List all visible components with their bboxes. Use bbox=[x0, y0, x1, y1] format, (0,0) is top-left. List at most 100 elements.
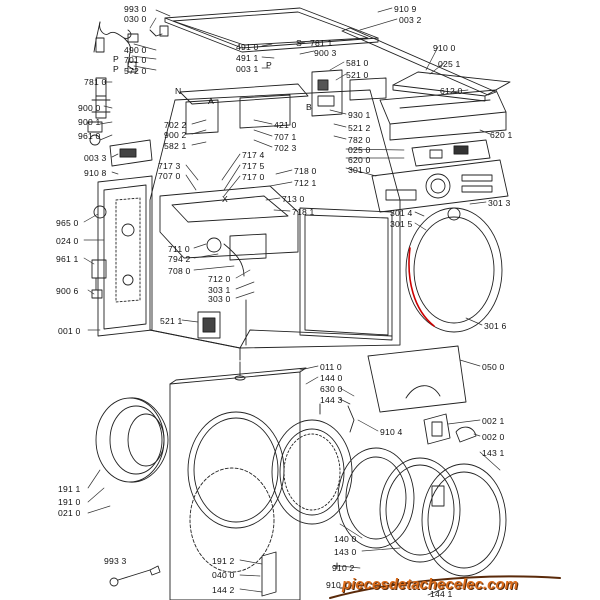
part-label: 191 2 bbox=[212, 556, 235, 566]
door-gasket-part bbox=[95, 397, 169, 483]
part-label: 794 2 bbox=[168, 254, 191, 264]
gasket-clamp-part bbox=[189, 467, 275, 573]
part-label: 708 0 bbox=[168, 266, 191, 276]
part-label: 144 1 bbox=[430, 589, 453, 599]
part-label: 712 0 bbox=[208, 274, 231, 284]
part-label: 782 0 bbox=[348, 135, 371, 145]
door-outer-frame-part bbox=[271, 419, 353, 525]
part-label: 021 0 bbox=[58, 508, 81, 518]
part-label: 702 2 bbox=[164, 120, 187, 130]
part-label: 002 0 bbox=[482, 432, 505, 442]
part-label: 702 3 bbox=[274, 143, 297, 153]
part-label: 718 1 bbox=[292, 207, 315, 217]
part-label: 303 1 bbox=[208, 285, 231, 295]
door-inner-frame-part bbox=[379, 457, 461, 563]
part-label: 910 0 bbox=[433, 43, 456, 53]
control-board-part bbox=[411, 139, 491, 167]
part-label: 612 0 bbox=[440, 86, 463, 96]
door-hinge-part bbox=[423, 413, 477, 445]
part-label: 490 0 bbox=[124, 45, 147, 55]
part-label: 993 0 bbox=[124, 4, 147, 14]
part-label: 144 3 bbox=[320, 395, 343, 405]
part-label: 521 0 bbox=[346, 70, 369, 80]
top-cover-part bbox=[164, 7, 379, 53]
control-console-part bbox=[371, 159, 509, 213]
screws-part bbox=[319, 403, 355, 592]
part-label: 301 5 bbox=[390, 219, 413, 229]
part-label: 712 1 bbox=[294, 178, 317, 188]
part-label: 910 9 bbox=[394, 4, 417, 14]
watermark-logo: piecesdetachecelec.com bbox=[342, 576, 518, 593]
part-label: 707 0 bbox=[158, 171, 181, 181]
part-label: 713 0 bbox=[282, 194, 305, 204]
part-label: 717 0 bbox=[242, 172, 265, 182]
part-label: 900 0 bbox=[78, 103, 101, 113]
wrench-tool-part bbox=[109, 565, 161, 587]
part-label: 001 0 bbox=[58, 326, 81, 336]
inlet-valve-part bbox=[87, 77, 111, 146]
leveling-foot-part bbox=[234, 361, 246, 381]
part-label: 900 3 bbox=[314, 48, 337, 58]
part-label: 900 1 bbox=[78, 117, 101, 127]
part-label: 301 0 bbox=[348, 165, 371, 175]
part-label: 620 0 bbox=[348, 155, 371, 165]
part-label: 961 0 bbox=[78, 131, 101, 141]
part-label: 144 2 bbox=[212, 585, 235, 595]
part-label: 002 1 bbox=[482, 416, 505, 426]
part-label: 701 0 bbox=[124, 55, 147, 65]
small-left-parts bbox=[91, 205, 107, 299]
callout-letter: A bbox=[208, 96, 214, 106]
leader-lines bbox=[83, 7, 501, 596]
part-label: 050 0 bbox=[482, 362, 505, 372]
part-label: 711 0 bbox=[168, 244, 190, 254]
part-label: 140 0 bbox=[334, 534, 357, 544]
part-label: 961 1 bbox=[56, 254, 79, 264]
part-label: 491 1 bbox=[236, 53, 259, 63]
left-side-panel-part bbox=[97, 175, 153, 337]
part-label: 040 0 bbox=[212, 570, 235, 580]
part-label: 717 4 bbox=[242, 150, 265, 160]
part-label: 301 4 bbox=[390, 208, 413, 218]
callout-letter: P bbox=[113, 64, 119, 74]
part-label: 003 3 bbox=[84, 153, 107, 163]
part-label: 025 1 bbox=[438, 59, 461, 69]
cable-harness-part bbox=[93, 21, 169, 73]
part-label: 301 3 bbox=[488, 198, 511, 208]
part-label: 620 1 bbox=[490, 130, 513, 140]
part-label: 707 1 bbox=[274, 132, 297, 142]
part-label: 572 0 bbox=[124, 66, 147, 76]
part-label: 024 0 bbox=[56, 236, 79, 246]
door-ring-right-part bbox=[405, 207, 503, 333]
part-label: 910 8 bbox=[84, 168, 107, 178]
callout-letter: P bbox=[266, 60, 272, 70]
callout-letter: S bbox=[296, 38, 302, 48]
part-label: 003 2 bbox=[399, 15, 422, 25]
part-label: 781 1 bbox=[310, 38, 333, 48]
kickplate-part bbox=[367, 345, 467, 413]
electronic-board-part bbox=[311, 69, 387, 117]
door-glass-part bbox=[337, 447, 415, 549]
part-label: 011 0 bbox=[320, 362, 342, 372]
top-bracket-part bbox=[179, 83, 309, 135]
part-label: 910 2 bbox=[332, 563, 355, 573]
part-label: 143 1 bbox=[482, 448, 505, 458]
callout-letter: X bbox=[222, 194, 228, 204]
part-label: 630 0 bbox=[320, 384, 343, 394]
part-label: 491 0 bbox=[236, 42, 259, 52]
part-label: 993 3 bbox=[104, 556, 127, 566]
detergent-drawer-front-part bbox=[109, 139, 153, 167]
part-label: 718 0 bbox=[294, 166, 317, 176]
callout-letter: P bbox=[113, 54, 119, 64]
part-label: 144 0 bbox=[320, 373, 343, 383]
part-label: 030 0 bbox=[124, 14, 147, 24]
part-label: 930 1 bbox=[348, 110, 371, 120]
top-cover-strip-part bbox=[341, 27, 497, 96]
part-label: 910 4 bbox=[380, 427, 403, 437]
part-label: 965 0 bbox=[56, 218, 79, 228]
part-label: 025 0 bbox=[348, 145, 371, 155]
door-lock-part bbox=[197, 311, 221, 339]
part-label: 900 6 bbox=[56, 286, 79, 296]
cabinet-frame-part bbox=[149, 89, 401, 361]
part-label: 910 1 bbox=[326, 580, 349, 590]
